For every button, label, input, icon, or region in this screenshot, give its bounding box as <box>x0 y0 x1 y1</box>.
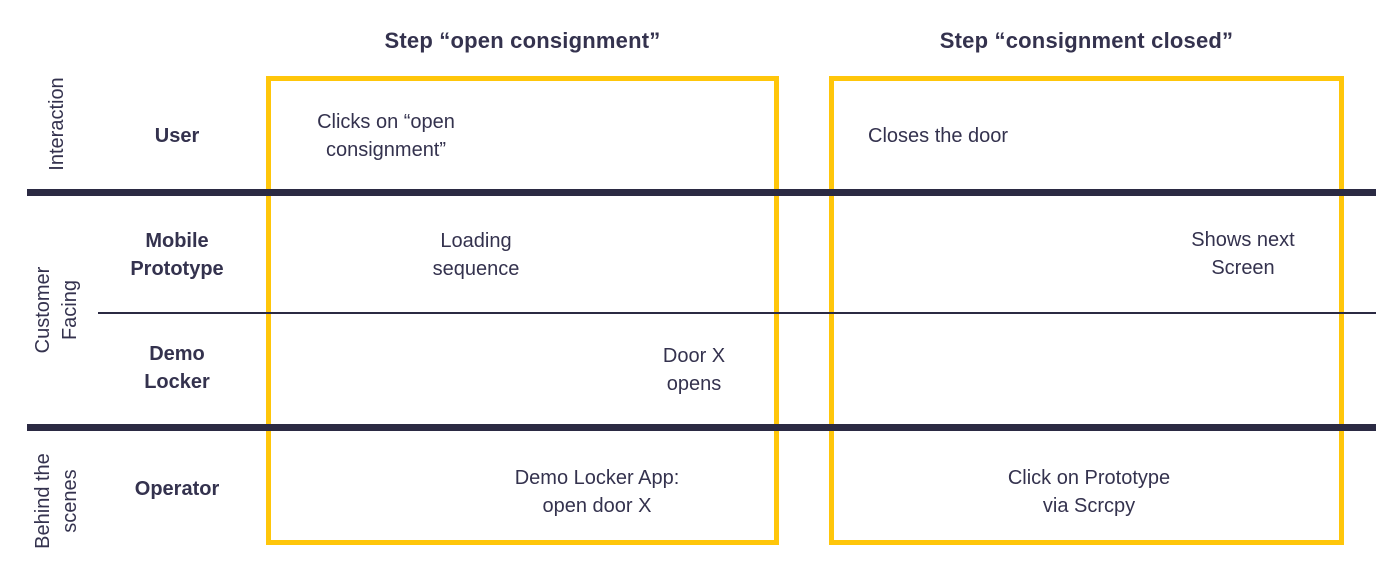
step-header-consignment-closed: Step “consignment closed” <box>939 28 1234 53</box>
cell-user-consignment-closed: Closes the door <box>868 125 1009 147</box>
step-column-highlight-consignment-closed <box>829 76 1344 545</box>
cell-operator-open-consignment: Demo Locker App: open door X <box>514 467 680 517</box>
lane-divider-interaction-customer <box>27 189 1376 196</box>
step-column-highlight-open-consignment <box>266 76 779 545</box>
step-header-open-consignment: Step “open consignment” <box>384 28 661 53</box>
cell-operator-consignment-closed: Click on Prototype via Scrcpy <box>1007 467 1171 517</box>
row-label-demo-locker: Demo Locker <box>144 343 210 393</box>
row-label-mobile-prototype: Mobile Prototype <box>130 230 224 280</box>
cell-user-open-consignment: Clicks on “open consignment” <box>317 111 455 161</box>
row-label-user: User <box>154 125 200 147</box>
lane-divider-mobile-demo <box>98 312 1376 314</box>
cell-demo-locker-open-consignment: Door X opens <box>662 345 726 395</box>
cell-mobile-prototype-consignment-closed: Shows next Screen <box>1191 229 1295 279</box>
cell-mobile-prototype-open-consignment: Loading sequence <box>432 230 520 280</box>
lane-divider-customer-behind <box>27 424 1376 431</box>
row-label-operator: Operator <box>134 478 220 500</box>
